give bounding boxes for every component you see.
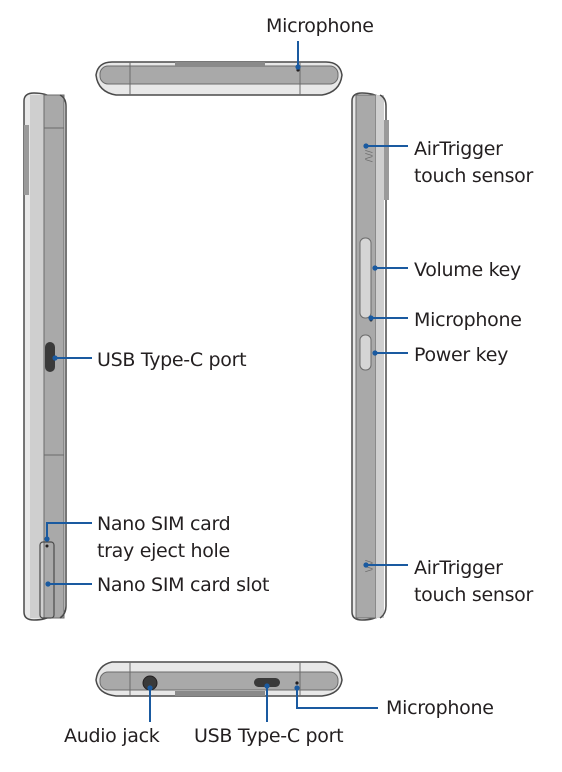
callout-bottom-microphone (296, 688, 378, 709)
callout-sim-eject (46, 522, 92, 539)
label-sim-slot: Nano SIM card slot (97, 574, 270, 596)
label-usb-bottom: USB Type-C port (194, 725, 344, 747)
left-side-view (23, 92, 67, 621)
label-airtrigger-top-1: AirTrigger (414, 138, 503, 160)
top-edge-view (95, 61, 343, 96)
label-side-microphone: Microphone (414, 309, 522, 331)
bottom-microphone-hole (295, 681, 299, 685)
label-sim-eject-2: tray eject hole (97, 540, 230, 562)
bottom-edge-view (95, 661, 343, 697)
label-volume-key: Volume key (414, 259, 521, 281)
label-sim-eject-1: Nano SIM card (97, 513, 231, 535)
left-usb-port (45, 342, 55, 372)
label-airtrigger-bottom-2: touch sensor (414, 584, 534, 606)
label-bottom-microphone: Microphone (386, 697, 494, 719)
label-audio-jack: Audio jack (64, 725, 160, 747)
bottom-usb-port (254, 678, 280, 687)
svg-text://\/: //\/ (363, 150, 373, 163)
label-top-microphone: Microphone (266, 15, 374, 37)
label-power-key: Power key (414, 344, 509, 366)
label-airtrigger-bottom-1: AirTrigger (414, 557, 503, 579)
right-side-view: //\/ /\/\ (351, 92, 389, 621)
sim-eject-hole (45, 544, 49, 548)
power-key (359, 334, 372, 371)
volume-key (359, 237, 372, 319)
label-usb-left: USB Type-C port (97, 349, 247, 371)
sim-tray (39, 541, 55, 619)
label-airtrigger-top-2: touch sensor (414, 165, 534, 187)
